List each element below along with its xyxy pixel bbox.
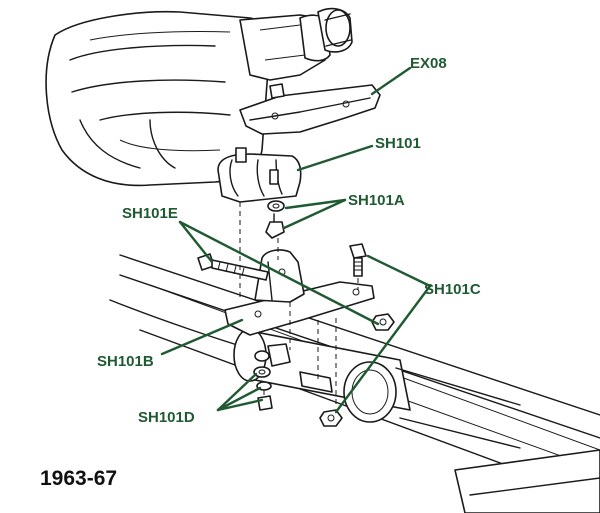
label-sh101c: SH101C xyxy=(424,281,481,298)
label-sh101a: SH101A xyxy=(348,192,405,209)
tail-housing xyxy=(239,7,353,81)
sh101a-washer-bolt xyxy=(265,200,285,239)
assembly-guide-lines xyxy=(239,202,359,408)
sh101b-bracket xyxy=(224,249,375,367)
sh101c-bolt xyxy=(319,243,367,427)
ex08-hanger-plate xyxy=(239,83,381,135)
sh101-rubber-mount xyxy=(217,147,302,203)
label-sh101d: SH101D xyxy=(138,409,195,426)
label-sh101b: SH101B xyxy=(97,353,154,370)
label-sh101: SH101 xyxy=(375,135,421,152)
part-labels: EX08 SH101 SH101A SH101E SH101C SH101B S… xyxy=(40,55,481,490)
leader-lines xyxy=(160,66,432,414)
label-sh101e: SH101E xyxy=(122,205,178,222)
label-ex08: EX08 xyxy=(410,55,447,72)
year-label: 1963-67 xyxy=(40,467,117,490)
